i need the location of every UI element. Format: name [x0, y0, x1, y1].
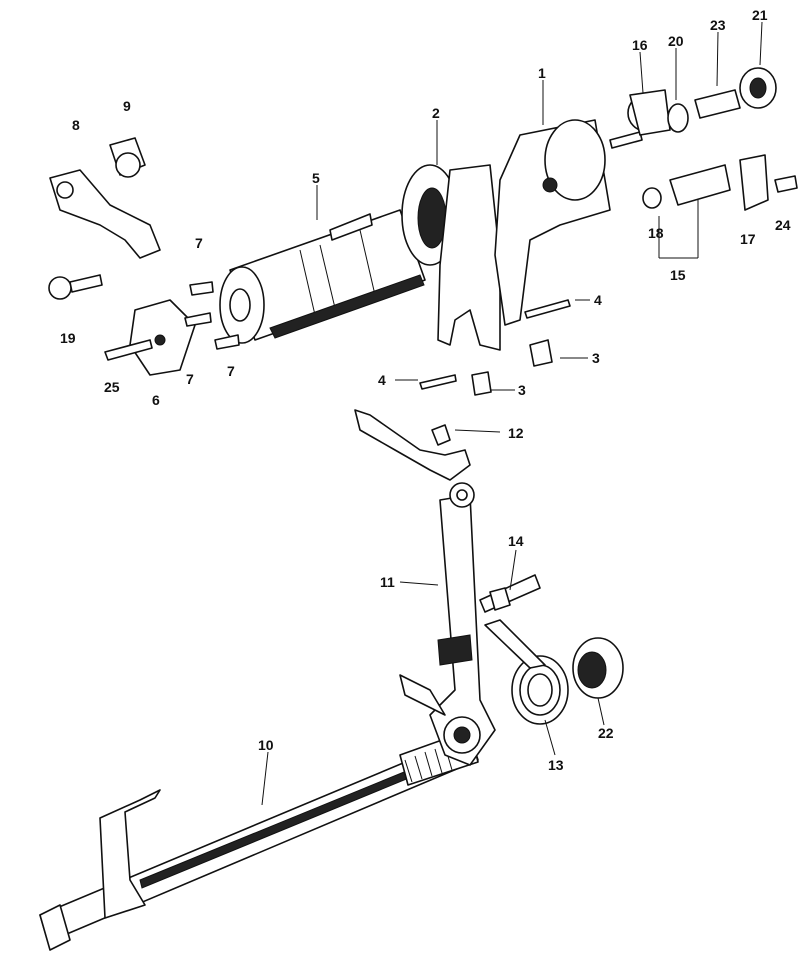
oil-seal [572, 637, 624, 699]
callout-4b: 4 [378, 372, 386, 388]
callout-13: 13 [548, 757, 564, 773]
callout-25: 25 [104, 379, 120, 395]
callout-16: 16 [632, 37, 648, 53]
right-small-parts [627, 67, 798, 211]
callout-3a: 3 [592, 350, 600, 366]
callout-15: 15 [670, 267, 686, 283]
callout-2: 2 [432, 105, 440, 121]
callout-10: 10 [258, 737, 274, 753]
gearshift-spindle [39, 729, 479, 951]
callout-18: 18 [648, 225, 664, 241]
callout-22: 22 [598, 725, 614, 741]
callout-6: 6 [152, 392, 160, 408]
callout-7a: 7 [195, 235, 203, 251]
callout-3b: 3 [518, 382, 526, 398]
return-spring [484, 619, 569, 725]
callout-4a: 4 [594, 292, 602, 308]
callout-7b: 7 [186, 371, 194, 387]
callout-12: 12 [508, 425, 524, 441]
callout-17: 17 [740, 231, 756, 247]
stud-bolt [479, 574, 541, 613]
drum-stopper-plate [104, 281, 240, 376]
pawl-and-spring [354, 409, 471, 481]
stopper-arm [49, 137, 161, 259]
guide-pins-clips [419, 299, 571, 396]
gearshift-drum [219, 209, 426, 344]
callout-1: 1 [538, 65, 546, 81]
callout-21: 21 [752, 7, 768, 23]
callout-19: 19 [60, 330, 76, 346]
callout-7c: 7 [227, 363, 235, 379]
shift-fork-rear [494, 119, 643, 326]
callout-labels: 1 2 3 3 4 4 5 6 7 7 7 8 9 10 11 12 13 14… [60, 7, 791, 773]
callout-8: 8 [72, 117, 80, 133]
callout-9: 9 [123, 98, 131, 114]
shift-fork-center [401, 164, 501, 351]
callout-23: 23 [710, 17, 726, 33]
gearshift-arm [399, 482, 496, 766]
callout-20: 20 [668, 33, 684, 49]
callout-24: 24 [775, 217, 791, 233]
callout-11: 11 [380, 574, 395, 590]
callout-5: 5 [312, 170, 320, 186]
bolts-left [48, 274, 103, 300]
leader-lines [261, 21, 763, 806]
callout-14: 14 [508, 533, 524, 549]
